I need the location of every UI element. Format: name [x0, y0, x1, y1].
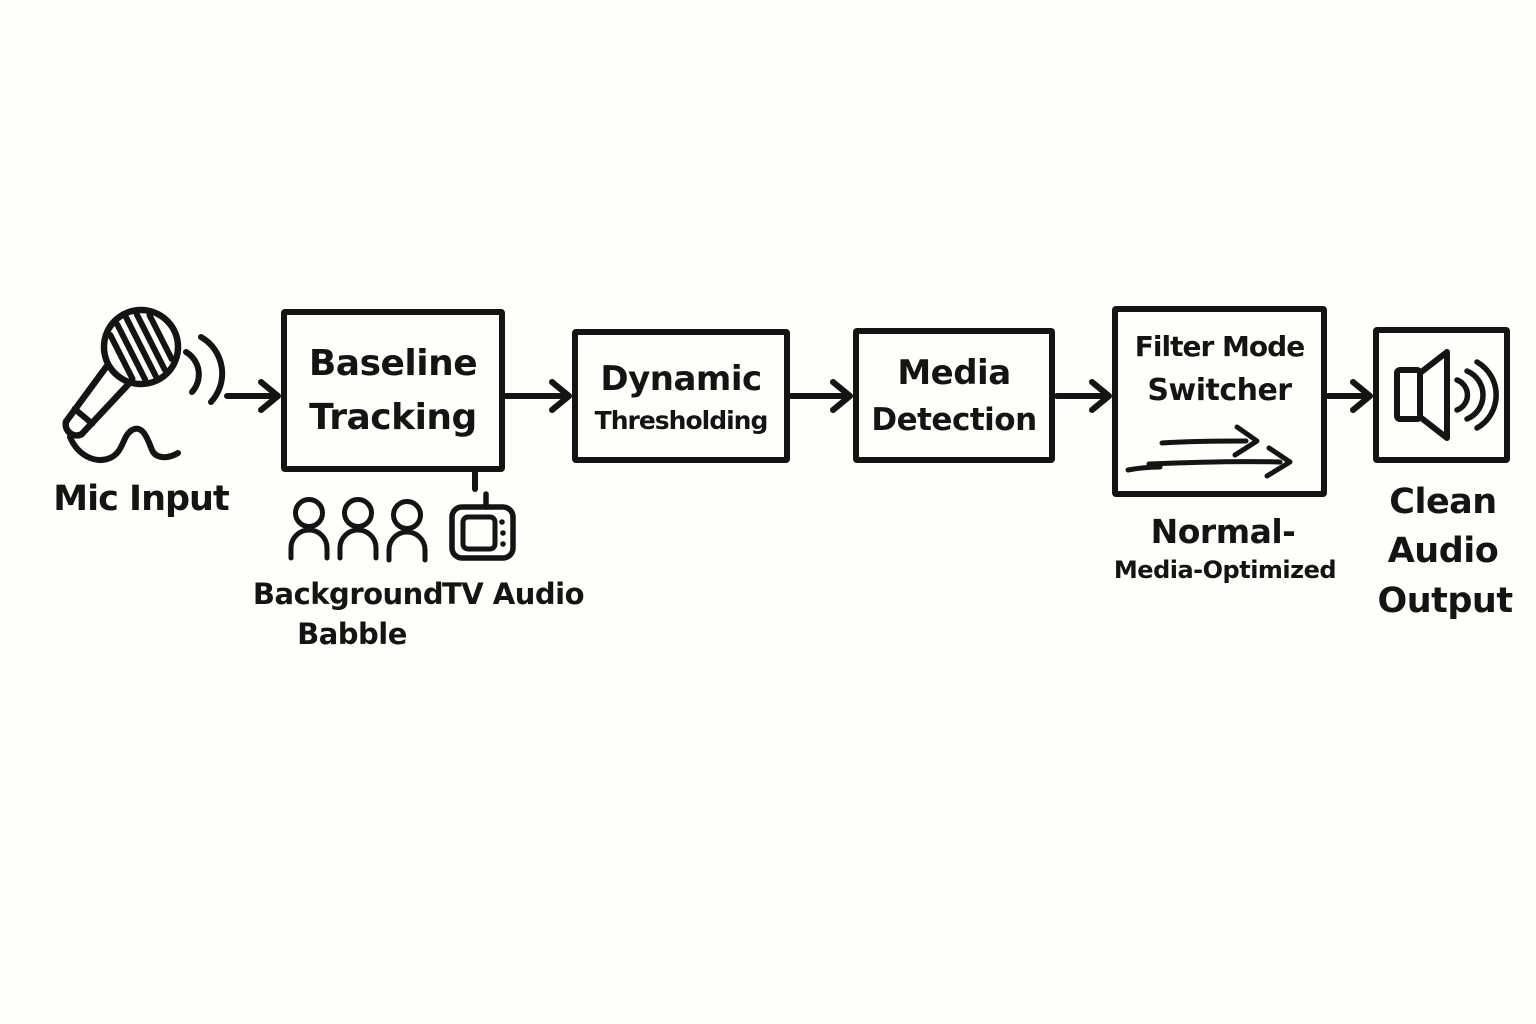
clean-audio-output-label-line1: Clean — [1389, 482, 1497, 522]
mic-head — [100, 306, 182, 388]
mic-input-label: Mic Input — [53, 479, 229, 519]
node-label-line: Tracking — [309, 396, 477, 438]
tv-icon — [449, 491, 516, 561]
sound-waves-icon — [183, 334, 226, 405]
clean-audio-output-label-line2: Audio — [1387, 531, 1499, 571]
tv-audio-label: TV Audio — [441, 577, 585, 611]
node-label-line: Baseline — [308, 342, 478, 384]
clean-audio-output-label-line3: Output — [1377, 581, 1513, 621]
arrow-media-to-filter — [1054, 379, 1112, 413]
node-baseline-tracking: Baseline Tracking — [281, 309, 505, 472]
node-filter-mode-switcher: Filter Mode Switcher — [1112, 306, 1327, 497]
background-babble-label-line1: Background — [252, 577, 444, 611]
filter-caption-line2: Media-Optimized — [1113, 556, 1337, 584]
arrow-mic-to-baseline — [224, 379, 281, 413]
filter-caption-line1: Normal- — [1150, 512, 1296, 551]
arrow-dynamic-to-media — [788, 379, 853, 413]
node-dynamic-thresholding: Dynamic Thresholding — [572, 329, 790, 463]
node-label-line: Switcher — [1147, 373, 1292, 408]
node-label-line: Filter Mode — [1134, 330, 1305, 363]
person-icon — [386, 499, 428, 563]
background-babble-label-line2: Babble — [297, 617, 407, 651]
arrow-filter-to-output — [1325, 379, 1373, 413]
node-media-detection: Media Detection — [853, 328, 1055, 463]
arrow-baseline-to-dynamic — [503, 379, 572, 413]
person-icon — [288, 497, 330, 561]
microphone-icon — [62, 306, 226, 463]
node-label-line: Thresholding — [594, 405, 769, 435]
mic-cable — [67, 425, 181, 463]
mic-handle — [62, 363, 132, 439]
mic-head-hatching — [107, 311, 175, 383]
node-clean-audio-output — [1373, 327, 1510, 463]
people-icon — [288, 497, 428, 563]
node-label-line: Detection — [871, 401, 1037, 438]
node-label-line: Dynamic — [600, 358, 762, 399]
person-icon — [337, 497, 379, 561]
node-label-line: Media — [897, 352, 1011, 393]
